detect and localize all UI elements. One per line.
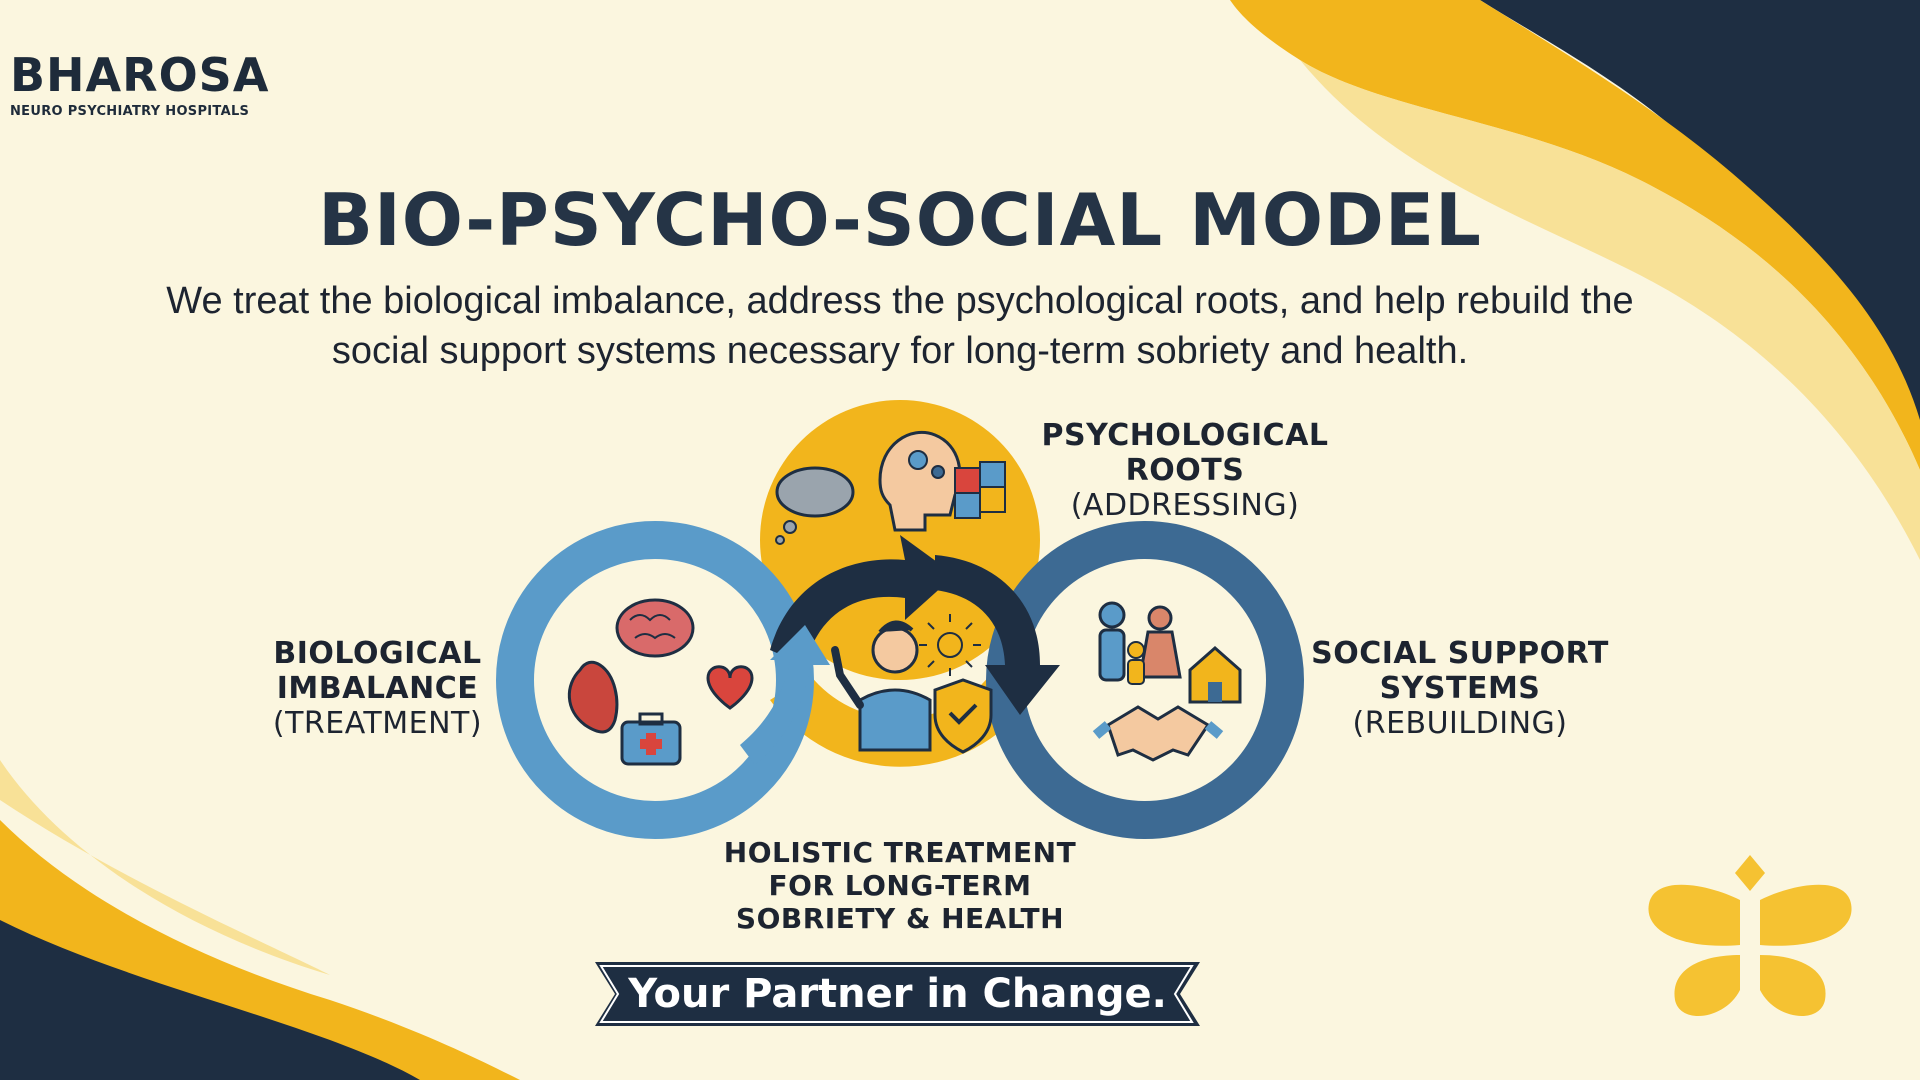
tagline: Your Partner in Change.: [628, 971, 1167, 1017]
shield-check-icon: [933, 678, 993, 754]
center-cycle-arrow: [770, 535, 955, 665]
heart-anatomical-icon: [567, 660, 619, 734]
thought-cloud-icon: [775, 466, 855, 545]
head-gears-icon: [878, 430, 962, 532]
house-icon: [1188, 646, 1242, 704]
label-center: HOLISTIC TREATMENT FOR LONG-TERM SOBRIET…: [723, 836, 1077, 935]
tagline-ribbon: [595, 962, 1200, 1026]
brand-name: BHAROSA: [10, 48, 270, 102]
top-right-light-wave: [1300, 60, 1920, 560]
bottom-left-navy-wave: [0, 920, 420, 1080]
family-icon: [1098, 601, 1182, 685]
handshake-icon: [1092, 705, 1224, 762]
top-right-navy-wave: [1480, 0, 1920, 430]
label-biological: BIOLOGICAL IMBALANCE (TREATMENT): [272, 636, 483, 741]
medical-kit-icon: [620, 712, 682, 766]
heart-icon: [706, 665, 754, 710]
page-subtitle: We treat the biological imbalance, addre…: [166, 280, 1634, 372]
label-social: SOCIAL SUPPORT SYSTEMS (REBUILDING): [1311, 636, 1609, 741]
butterfly-logo-icon: [1648, 855, 1852, 1017]
sun-icon: [919, 614, 981, 676]
left-blue-arrow: [740, 625, 830, 765]
page-title: BIO-PSYCHO-SOCIAL MODEL: [318, 178, 1482, 262]
brain-icon: [615, 598, 695, 658]
puzzle-icon: [954, 461, 1006, 519]
brand-logo: BHAROSA NEURO PSYCHIATRY HOSPITALS: [10, 52, 269, 119]
top-right-yellow-wave: [1230, 0, 1920, 470]
brand-subtitle: NEURO PSYCHIATRY HOSPITALS: [10, 104, 250, 119]
label-psychological: PSYCHOLOGICAL ROOTS (ADDRESSING): [1041, 418, 1329, 523]
center-cycle-arrow-right: [935, 555, 1060, 715]
person-strong-icon: [831, 620, 932, 752]
